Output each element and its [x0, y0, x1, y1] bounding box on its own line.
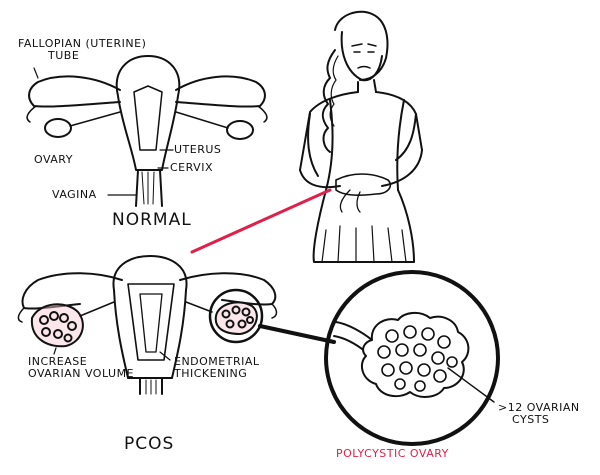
- cysts-label-line2: CYSTS: [512, 412, 550, 426]
- ovary-label: OVARY: [34, 153, 73, 166]
- increased-label-line1: INCREASE: [28, 355, 88, 368]
- polycystic-ovary-zoom: [324, 270, 500, 446]
- pcos-uterus-drawing: [17, 255, 278, 395]
- cervix-label: CERVIX: [170, 161, 213, 174]
- polycystic-ovary-label: POLYCYSTIC OVARY: [336, 447, 449, 460]
- fallopian-tube-label: FALLOPIAN (UTERINE) TUBE: [18, 38, 146, 61]
- ovarian-cysts-label: >12 OVARIAN CYSTS: [498, 402, 580, 425]
- endometrial-label-line1: ENDOMETRIAL: [174, 355, 260, 368]
- pcos-title: PCOS: [124, 434, 175, 454]
- fallopian-tube-label-line1: FALLOPIAN (UTERINE): [18, 37, 147, 50]
- increased-ovarian-volume-label: INCREASE OVARIAN VOLUME: [28, 356, 134, 379]
- normal-title: NORMAL: [112, 210, 192, 230]
- normal-uterus-drawing: [26, 55, 268, 207]
- endometrial-label-line2: THICKENING: [174, 366, 248, 380]
- woman-illustration: [299, 10, 423, 263]
- endometrial-thickening-label: ENDOMETRIAL THICKENING: [174, 356, 260, 379]
- increased-label-line2: OVARIAN VOLUME: [28, 366, 135, 380]
- connector-line: [190, 188, 332, 254]
- cysts-label-line1: >12 OVARIAN: [498, 401, 580, 414]
- fallopian-tube-label-line2: TUBE: [48, 48, 80, 62]
- zoom-connector: [258, 324, 336, 344]
- vagina-label: VAGINA: [52, 188, 97, 201]
- uterus-label: UTERUS: [174, 143, 222, 156]
